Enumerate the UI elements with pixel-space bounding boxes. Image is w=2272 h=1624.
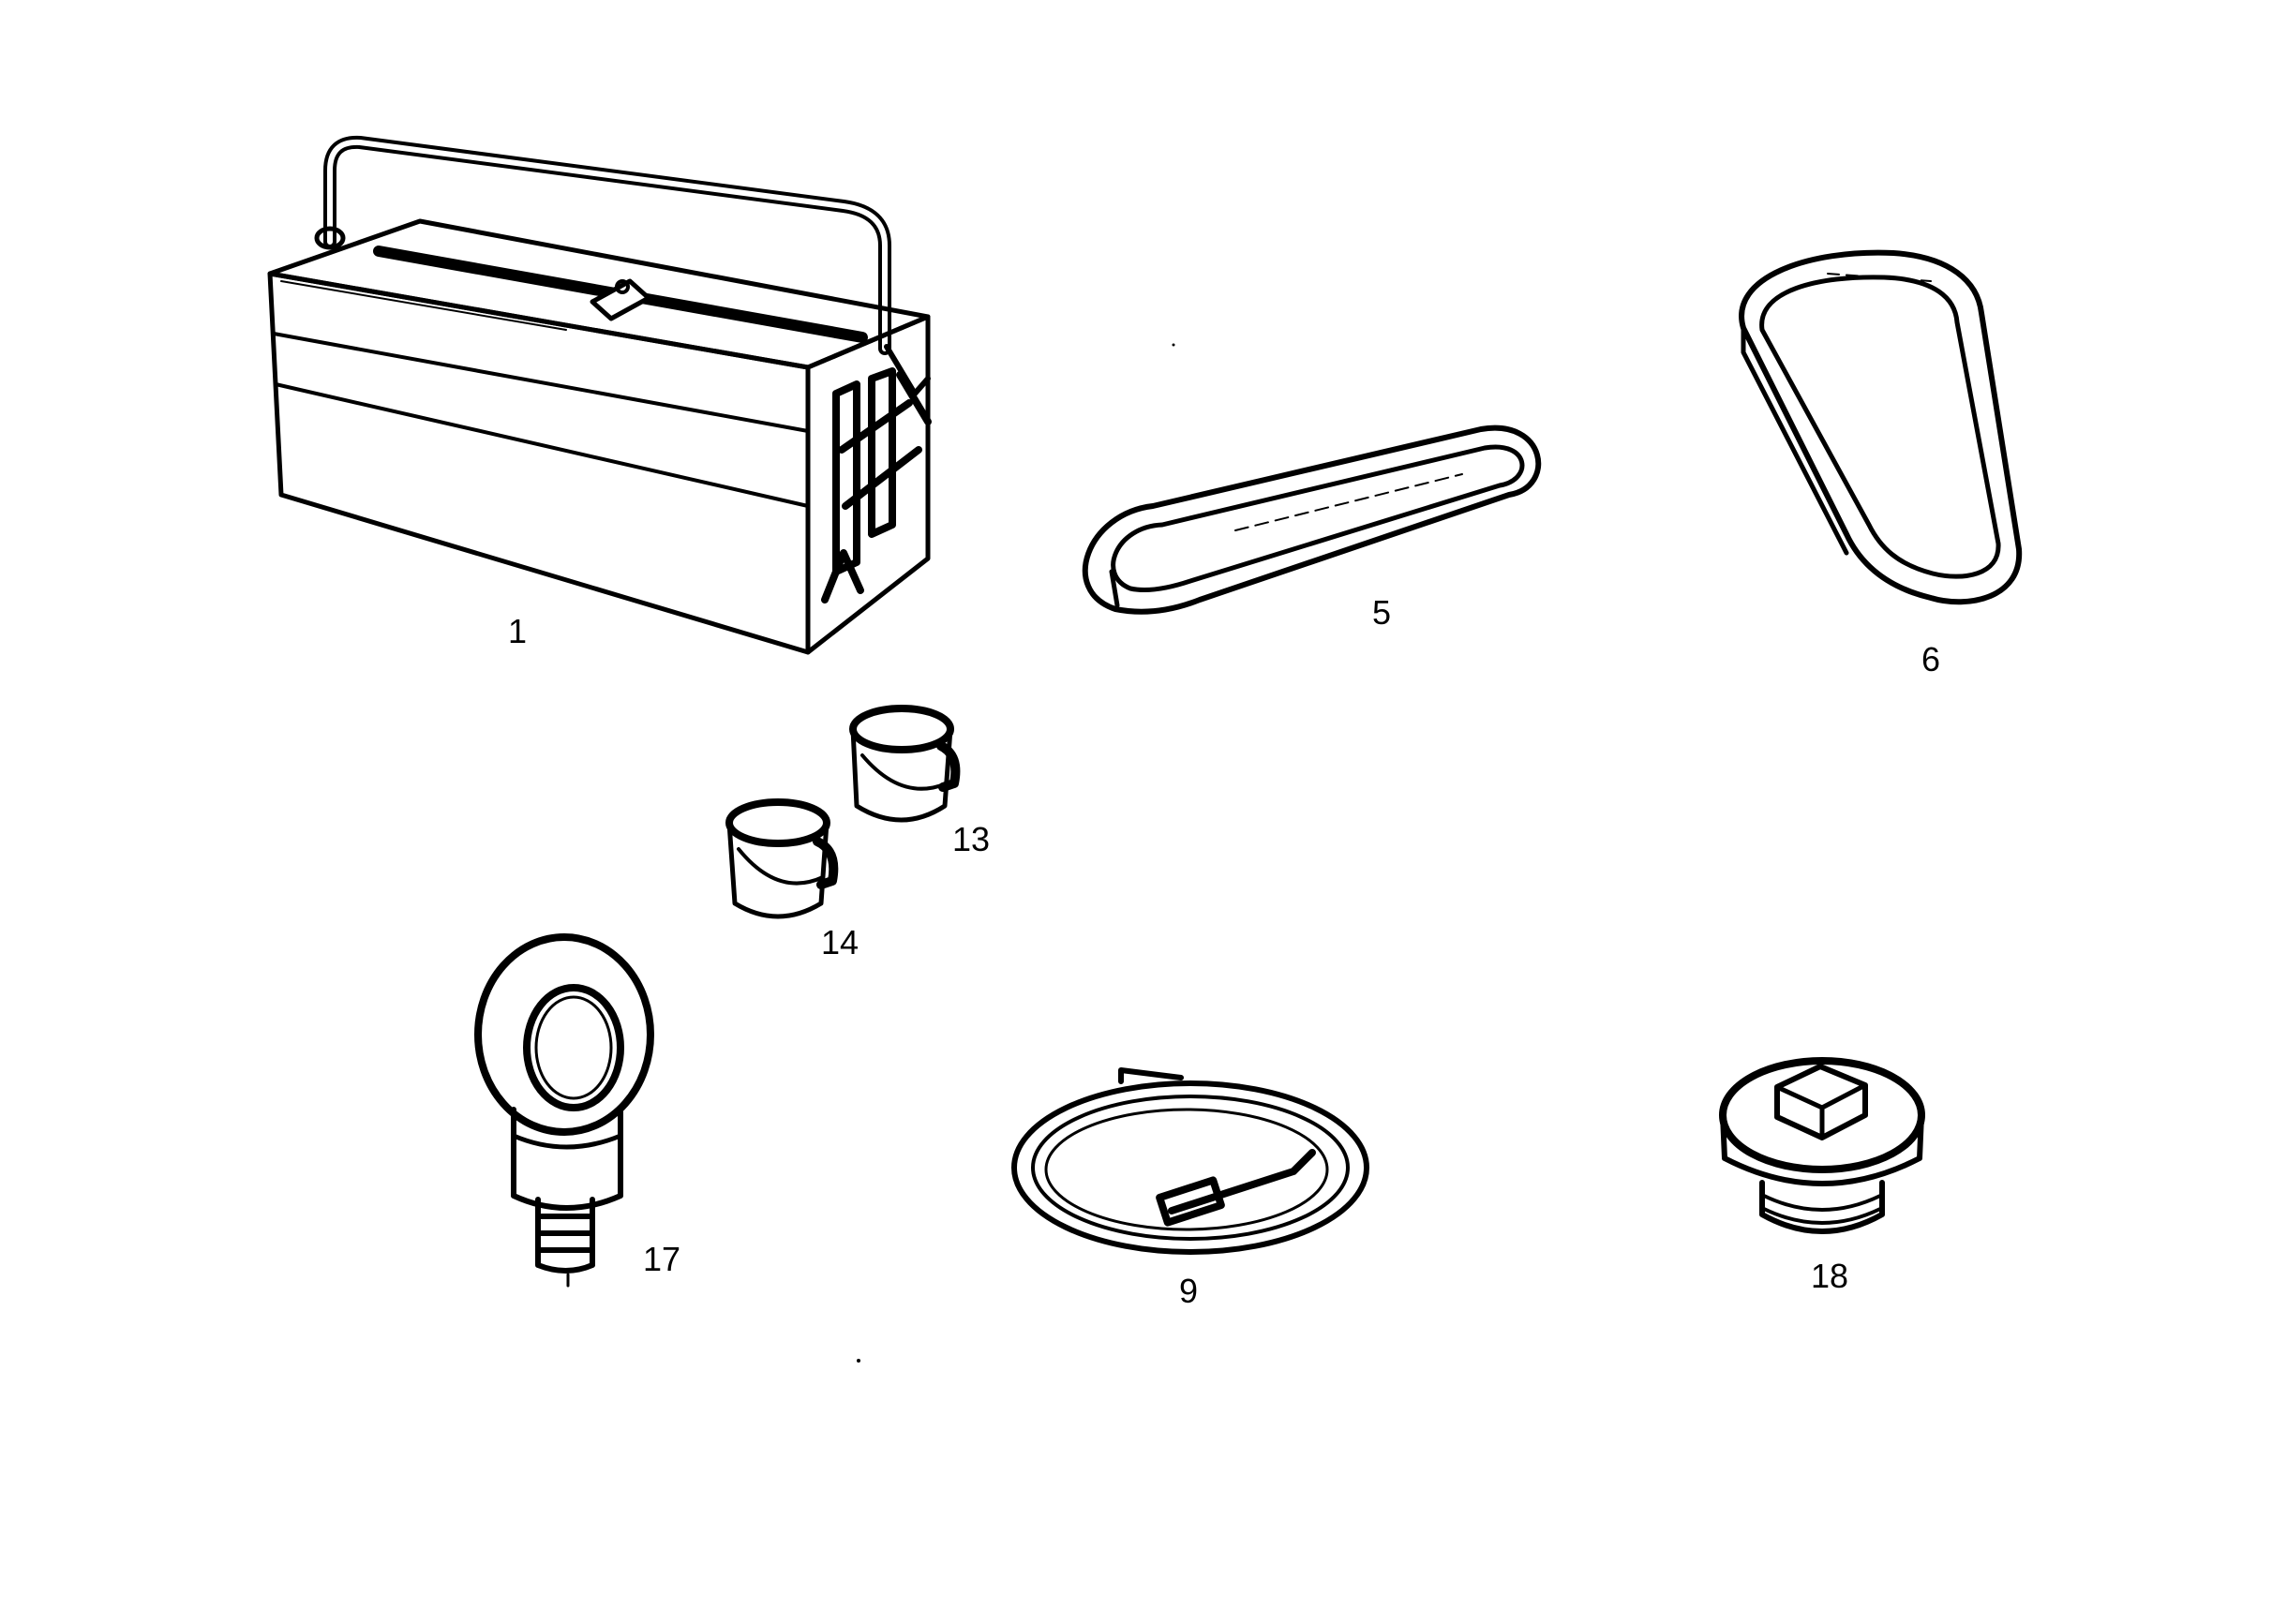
plug-drawing	[1723, 1061, 1921, 1231]
part-label-1: 1	[507, 612, 528, 650]
speck	[857, 1359, 860, 1363]
sleeve-b-drawing	[729, 802, 833, 916]
toolbox-drawing	[270, 142, 928, 652]
drive-belt-long-drawing	[1085, 428, 1538, 612]
part-label-6: 6	[1921, 640, 1941, 678]
grease-hose-drawing	[1014, 1070, 1367, 1252]
eye-bolt-drawing	[478, 937, 650, 1286]
part-label-18: 18	[1810, 1257, 1849, 1295]
part-label-5: 5	[1371, 593, 1392, 632]
sleeve-a-drawing	[853, 708, 955, 820]
part-label-9: 9	[1178, 1272, 1199, 1310]
part-label-13: 13	[951, 820, 991, 858]
drive-belt-tapered-drawing	[1741, 253, 2019, 603]
speck	[1172, 343, 1175, 347]
part-label-14: 14	[820, 923, 859, 961]
part-label-17: 17	[642, 1240, 681, 1278]
